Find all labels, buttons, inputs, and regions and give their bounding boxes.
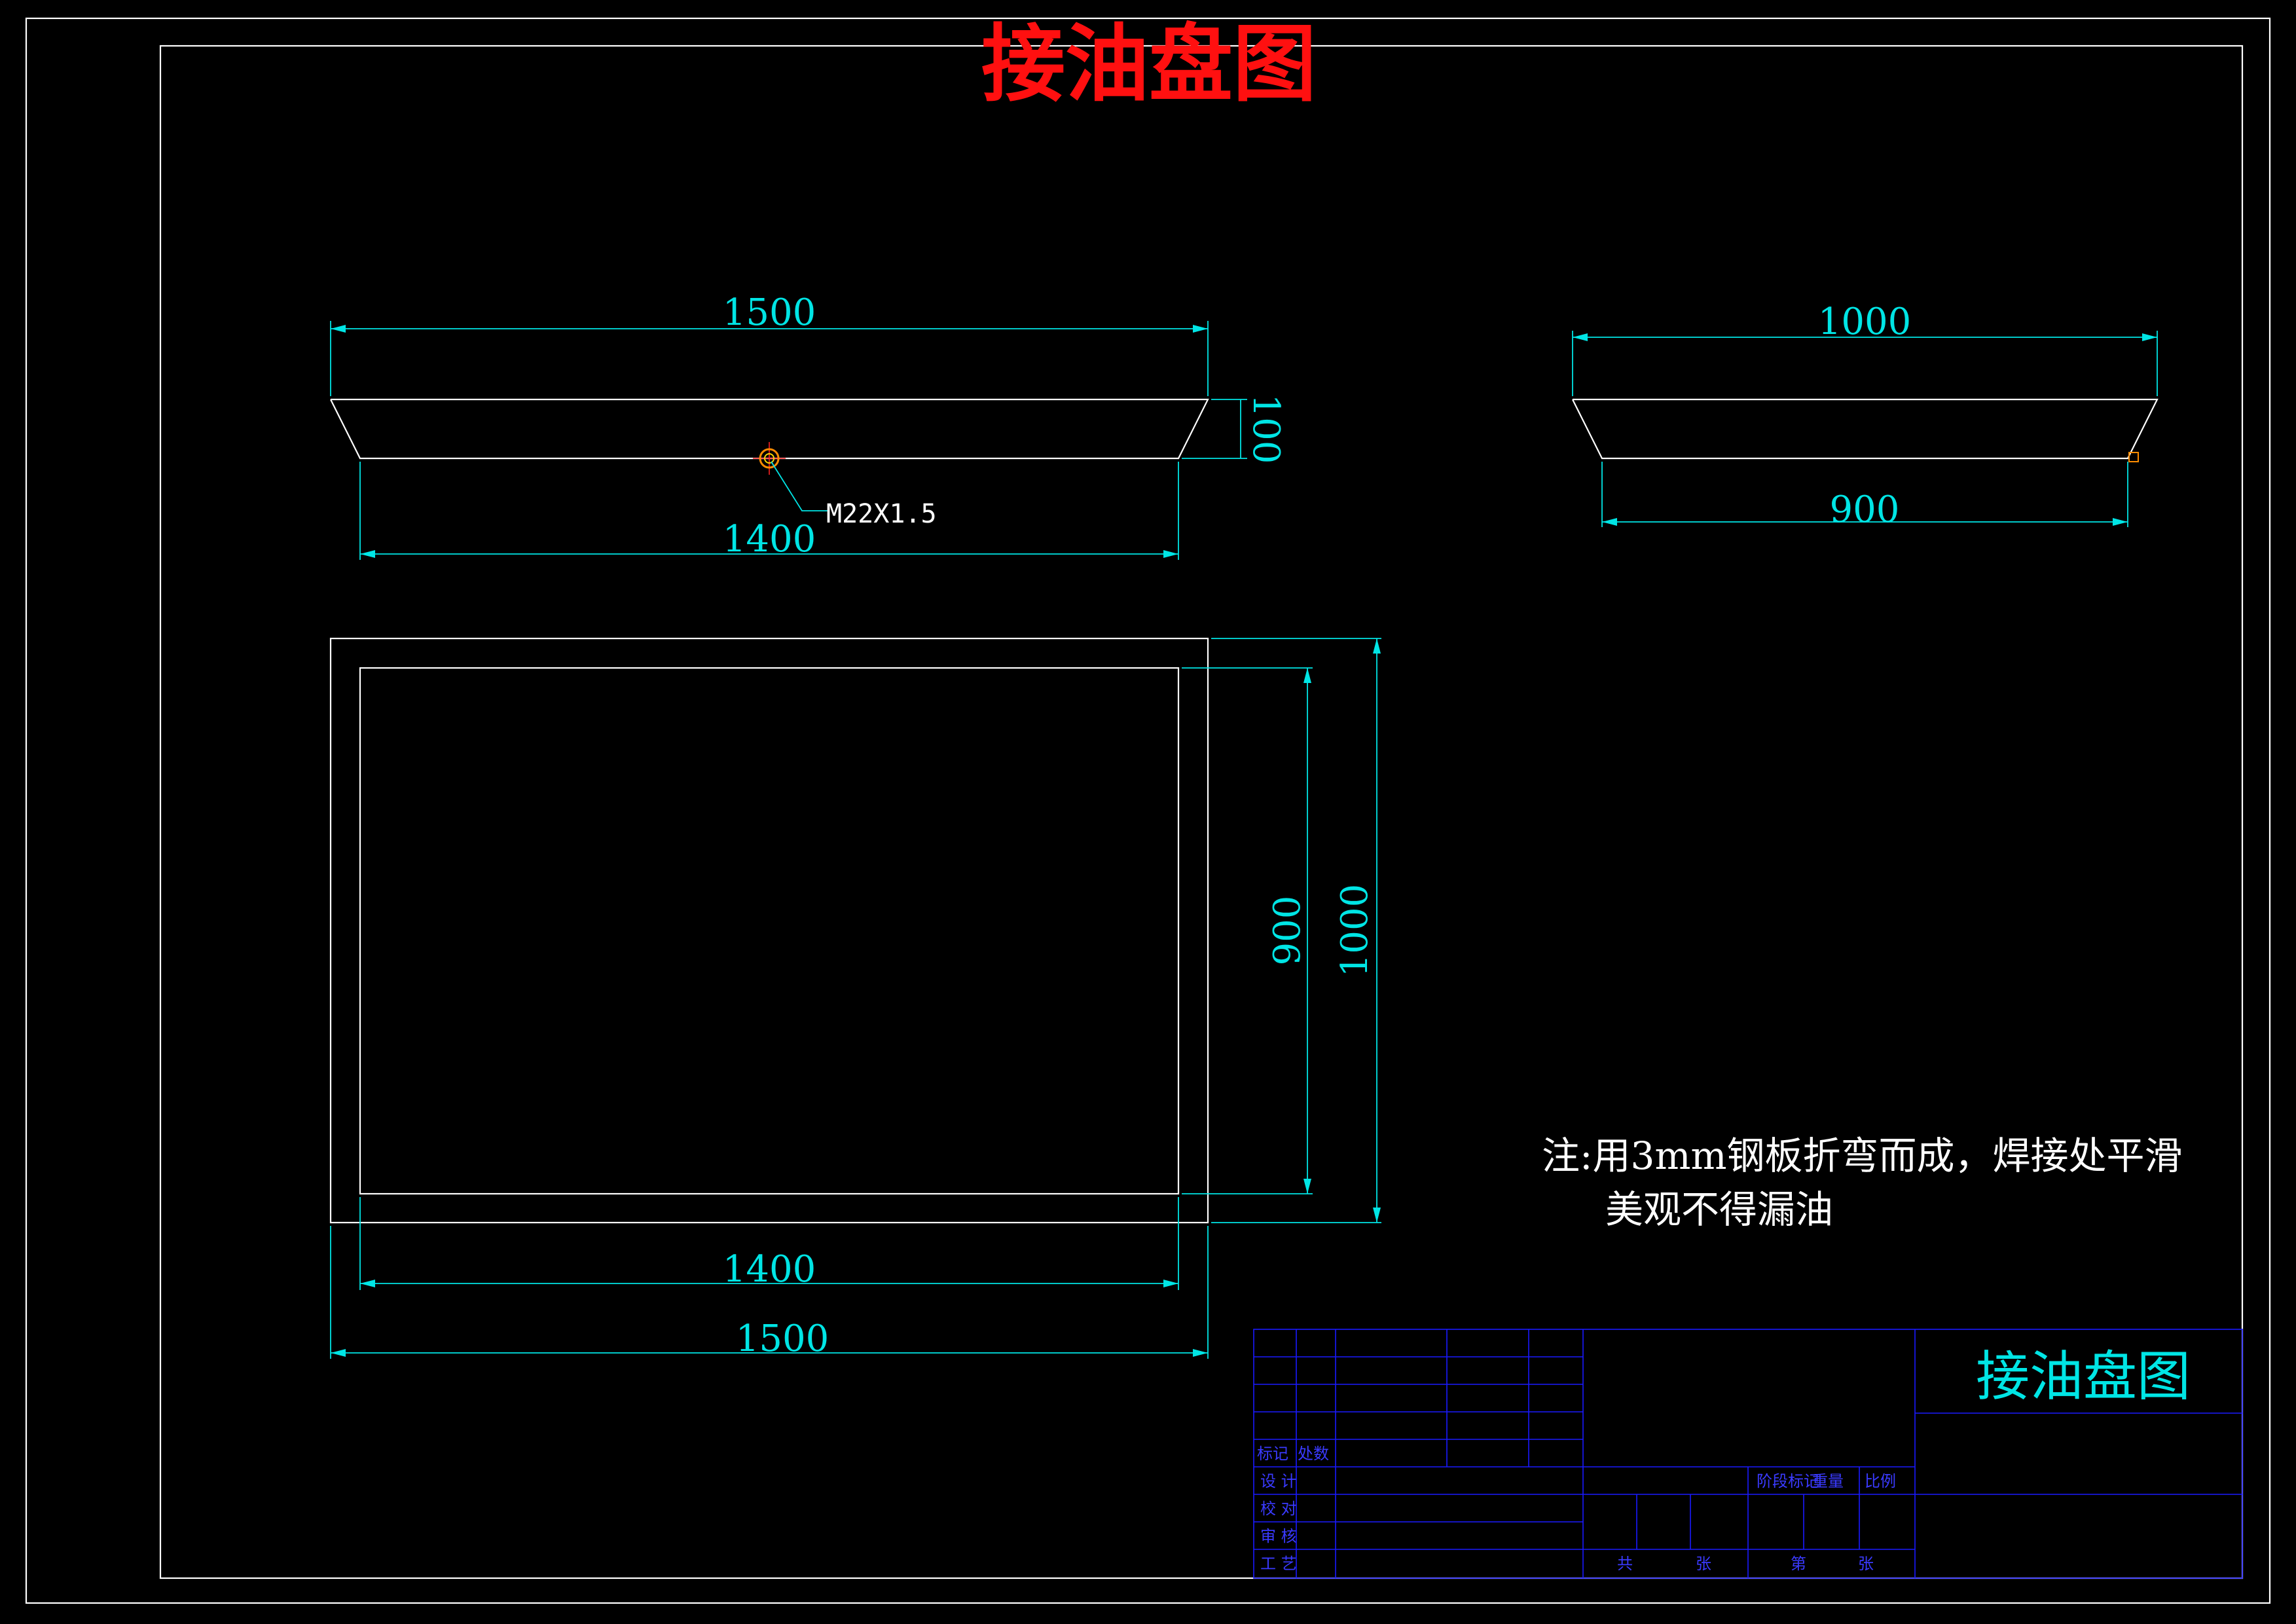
thread-circle-inner bbox=[764, 453, 774, 464]
title-block-drawing-name: 接油盘图 bbox=[1976, 1346, 2191, 1408]
top-inner-width-label: 1400 bbox=[723, 1248, 816, 1291]
tb-page-label-2: 张 bbox=[1858, 1555, 1874, 1573]
dim-arrow bbox=[331, 1349, 346, 1357]
top-view-outer-rect bbox=[329, 637, 1209, 1224]
front-view-outline bbox=[330, 398, 1209, 460]
thread-circle-outer bbox=[759, 448, 780, 469]
tb-total-label: 共 bbox=[1617, 1555, 1633, 1573]
note-line-2: 美观不得漏油 bbox=[1605, 1187, 1833, 1232]
front-bottom-width-label: 1400 bbox=[723, 518, 816, 561]
top-inner-height-label: 900 bbox=[1266, 896, 1309, 966]
top-outer-height-label: 1000 bbox=[1334, 884, 1376, 978]
dim-arrow bbox=[1373, 1208, 1381, 1223]
side-view-drain-stub bbox=[2128, 452, 2139, 462]
dim-arrow bbox=[1193, 325, 1208, 333]
dim-arrow bbox=[360, 1280, 375, 1287]
title-block: 接油盘图 标记 处数 设 计 校 对 审 核 工 艺 阶段标记 重量 比例 共 … bbox=[1253, 1329, 2243, 1579]
dim-arrow bbox=[1373, 638, 1381, 654]
top-view-inner-rect bbox=[359, 667, 1180, 1195]
tb-sheet-label: 张 bbox=[1696, 1555, 1711, 1573]
side-view-outline bbox=[1572, 398, 2159, 460]
tb-count-label: 处数 bbox=[1298, 1445, 1329, 1463]
tb-mark-label: 标记 bbox=[1257, 1445, 1288, 1463]
tb-scale-label: 比例 bbox=[1865, 1472, 1896, 1490]
tb-process-label: 工 艺 bbox=[1260, 1555, 1297, 1573]
tb-design-label: 设 计 bbox=[1260, 1472, 1297, 1490]
dim-arrow bbox=[1303, 668, 1311, 683]
front-height-label: 100 bbox=[1245, 394, 1287, 464]
dim-arrow bbox=[1602, 518, 1617, 526]
thread-leader bbox=[771, 461, 828, 511]
dim-arrow bbox=[360, 550, 375, 558]
dim-arrow bbox=[2113, 518, 2128, 526]
dim-arrow bbox=[331, 325, 346, 333]
dim-arrow bbox=[1163, 1280, 1178, 1287]
thread-label: M22X1.5 bbox=[826, 499, 937, 529]
dim-arrow bbox=[1303, 1179, 1311, 1194]
tb-page-label: 第 bbox=[1791, 1555, 1806, 1573]
side-bottom-width-label: 900 bbox=[1830, 489, 1900, 531]
dim-arrow bbox=[1573, 333, 1588, 341]
outer-frame bbox=[25, 17, 2271, 1604]
note-line-1: 注:用3mm钢板折弯而成，焊接处平滑 bbox=[1542, 1134, 2182, 1178]
side-top-width-label: 1000 bbox=[1818, 301, 1912, 343]
front-view: 1500 1400 100 M22X1.5 bbox=[330, 291, 1287, 561]
dim-arrow bbox=[1193, 1349, 1208, 1357]
drawing-title: 接油盘图 bbox=[981, 15, 1317, 113]
tb-weight-label: 重量 bbox=[1812, 1472, 1844, 1490]
dim-arrow bbox=[1163, 550, 1178, 558]
inner-frame bbox=[159, 45, 2244, 1579]
top-view: 900 1000 1400 1500 bbox=[329, 637, 1381, 1360]
tb-review-label: 审 核 bbox=[1260, 1527, 1297, 1545]
dim-arrow bbox=[2142, 333, 2157, 341]
tb-stage-label: 阶段标记 bbox=[1757, 1472, 1819, 1490]
tb-check-label: 校 对 bbox=[1260, 1500, 1297, 1518]
front-top-width-label: 1500 bbox=[723, 291, 816, 334]
top-outer-width-label: 1500 bbox=[736, 1318, 829, 1360]
side-view: 1000 900 bbox=[1572, 301, 2159, 531]
